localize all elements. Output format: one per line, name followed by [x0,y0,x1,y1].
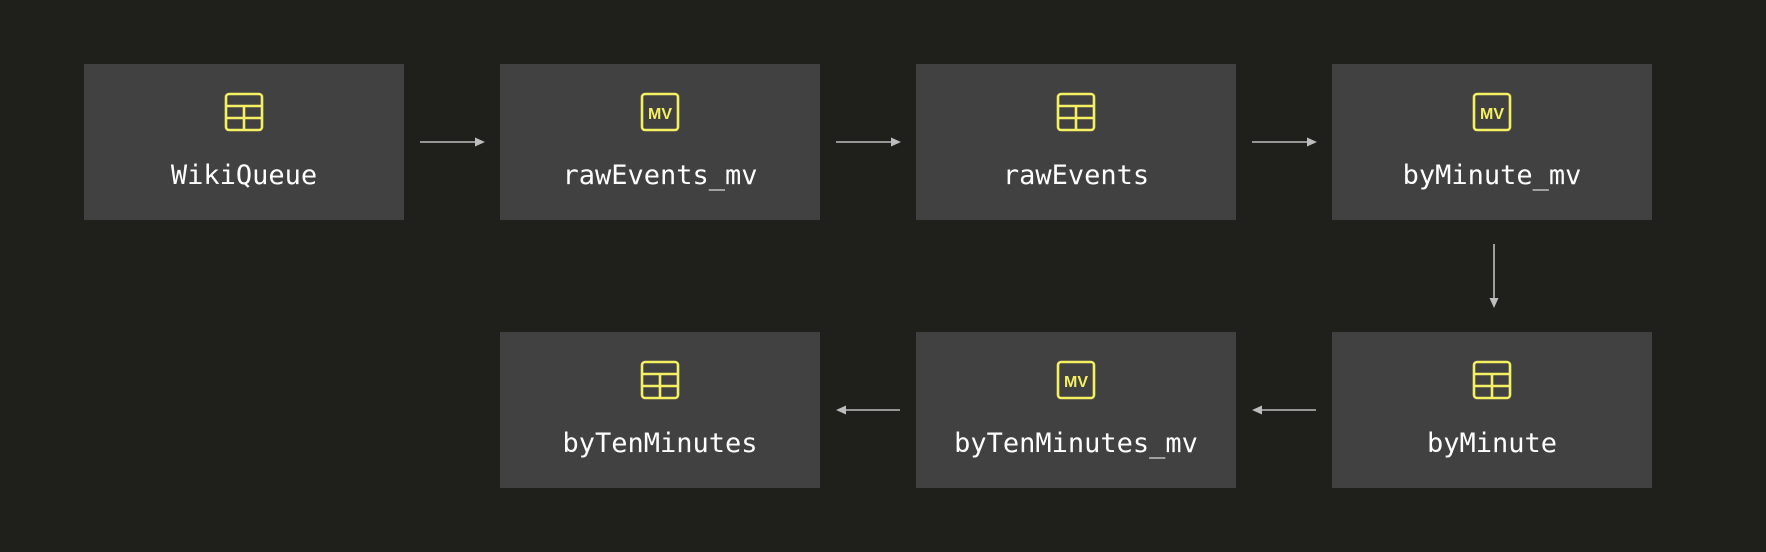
node-label: byTenMinutes_mv [954,428,1198,459]
table-icon [1472,360,1512,400]
node-rawevents-mv: MV rawEvents_mv [500,64,820,220]
mv-icon: MV [640,92,680,132]
arrow-bytenminutes-mv-to-bytenminutes [836,405,900,415]
table-icon [224,92,264,132]
mv-icon-text: MV [648,106,672,123]
table-icon [1056,92,1096,132]
node-label: rawEvents [1002,160,1150,191]
arrow-wikiqueue-to-rawevents-mv [420,137,485,147]
mv-icon: MV [1056,360,1096,400]
arrow-rawevents-mv-to-rawevents [836,137,901,147]
node-bytenminutes: byTenMinutes [500,332,820,488]
node-byminute-mv: MV byMinute_mv [1332,64,1652,220]
node-label: rawEvents_mv [562,160,758,191]
node-bytenminutes-mv: MV byTenMinutes_mv [916,332,1236,488]
mv-icon-text: MV [1480,106,1504,123]
node-label: byMinute_mv [1402,160,1582,191]
node-label: WikiQueue [170,160,318,191]
arrow-rawevents-to-byminute-mv [1252,137,1317,147]
node-rawevents: rawEvents [916,64,1236,220]
mv-icon-text: MV [1064,374,1088,391]
node-label: byTenMinutes [562,428,758,459]
mv-icon: MV [1472,92,1512,132]
node-label: byMinute [1426,428,1558,459]
node-wikiqueue: WikiQueue [84,64,404,220]
node-byminute: byMinute [1332,332,1652,488]
arrow-byminute-to-bytenminutes-mv [1252,405,1316,415]
arrow-byminute-mv-to-byminute [1489,244,1499,308]
table-icon [640,360,680,400]
